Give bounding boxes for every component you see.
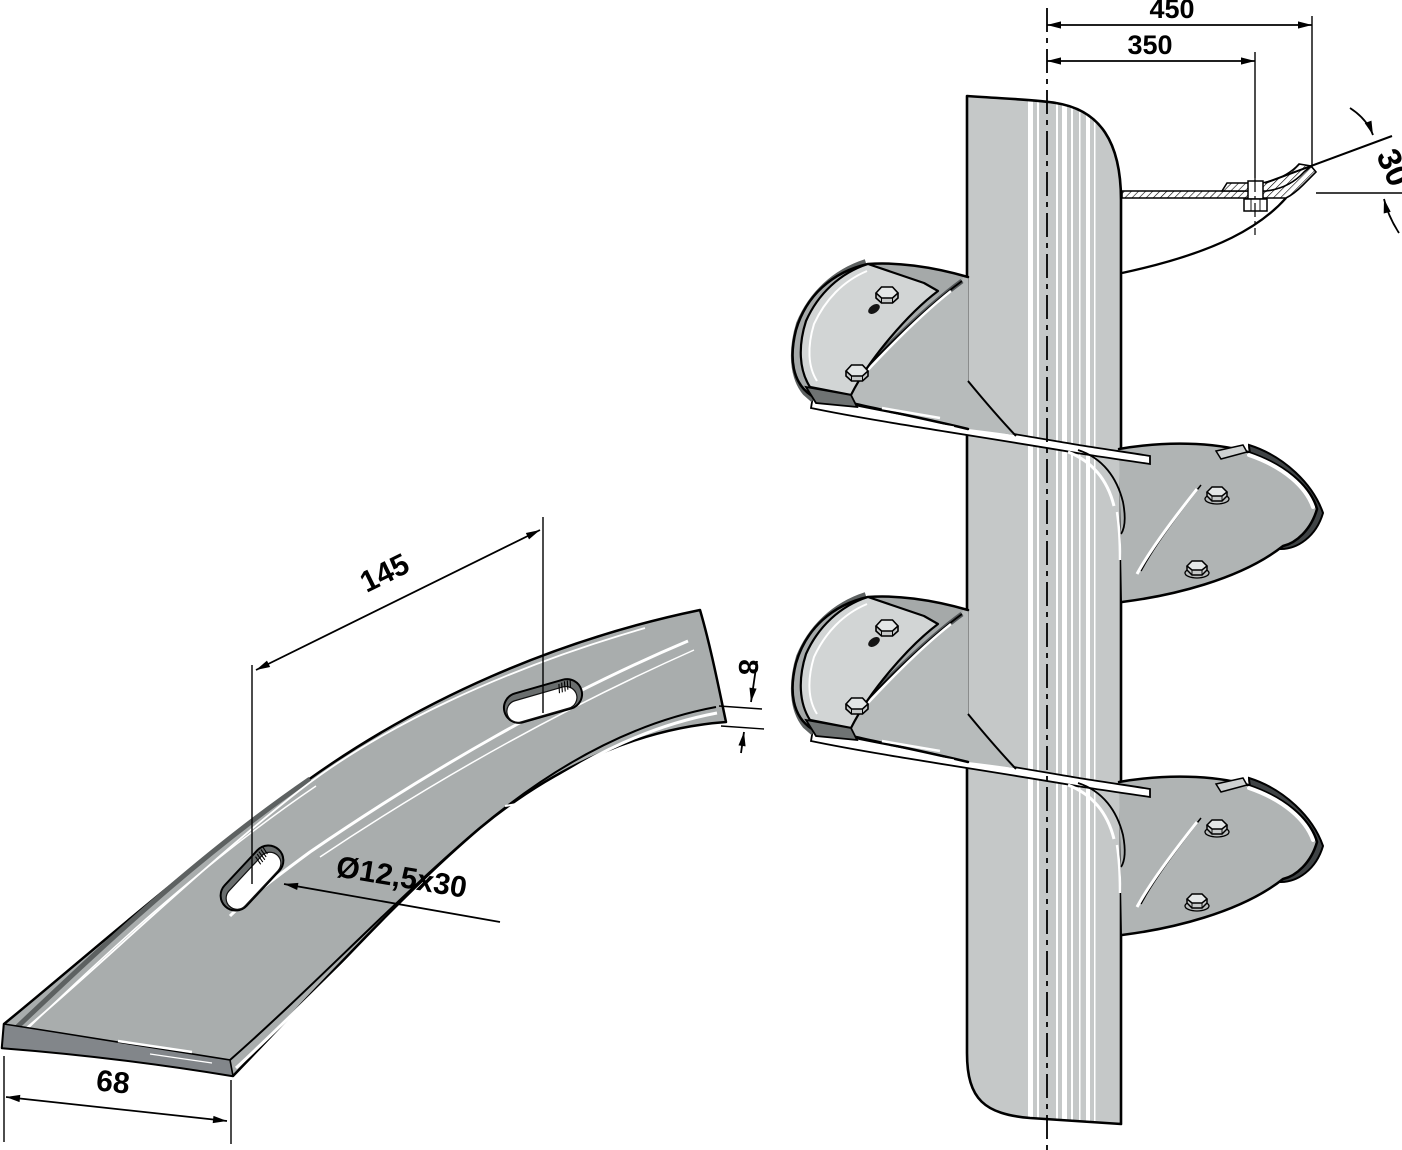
dimension-68: 68: [3, 1056, 232, 1144]
dimension-angle-30: 30°: [1264, 107, 1402, 234]
dim-145-label: 145: [355, 548, 415, 600]
tube-body: [967, 96, 1121, 1124]
section-cut: [1121, 163, 1318, 212]
mid-highlight-2: [319, 649, 695, 858]
flight-right-turn-2: [1119, 777, 1323, 935]
inner-dash-1: [504, 796, 558, 807]
slot-hatch: [558, 679, 572, 694]
end-highlight: [117, 1039, 193, 1054]
segment-detail-view: 145 Ø12,5x30 8 68: [0, 517, 765, 1144]
segment-end-face: [1, 1023, 234, 1077]
dim-450-label: 450: [1149, 0, 1194, 24]
dim-8-label: 8: [733, 659, 764, 675]
dimension-450: 450: [1047, 0, 1313, 168]
dimension-8: 8: [718, 659, 765, 754]
inner-strip-highlight: [234, 711, 718, 1070]
tube-outline: [965, 94, 1123, 1126]
tube-highlights: [1028, 100, 1096, 1124]
dim-350-label: 350: [1127, 30, 1172, 60]
segment-outer-rim: [12, 776, 312, 1032]
dimension-350: 350: [1047, 30, 1256, 235]
inner-dash-2: [521, 809, 563, 818]
flight-right-turn-1: [1119, 444, 1323, 602]
segment-inner-edge: [229, 706, 717, 1061]
dim-angle-label: 30°: [1369, 143, 1402, 204]
end-highlight-2: [149, 1053, 213, 1064]
slot-hatch: [255, 846, 268, 865]
auger-assembly-view: 450 350 30°: [793, 0, 1402, 1150]
segment-body: [0, 608, 728, 1078]
dim-68-label: 68: [95, 1064, 132, 1100]
flight-top-edge: [1121, 197, 1287, 275]
nut-facets: [1250, 199, 1261, 211]
outer-highlight: [23, 627, 646, 1031]
